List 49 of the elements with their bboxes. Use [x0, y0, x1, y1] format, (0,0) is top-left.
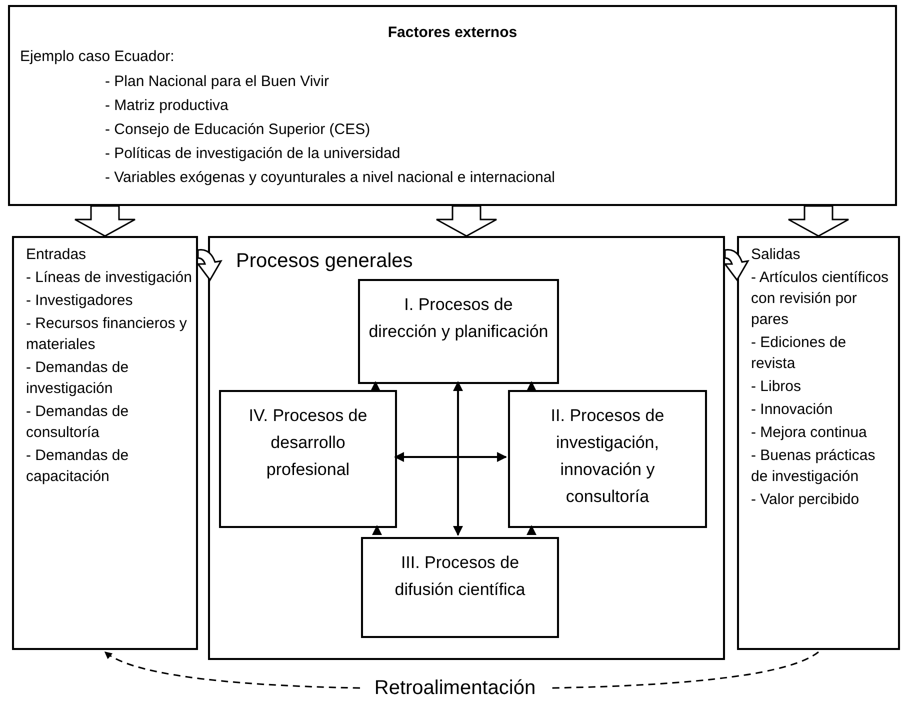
process-label: III. Procesos de difusión científica: [394, 552, 526, 601]
list-item: - Consejo de Educación Superior (CES): [105, 120, 370, 140]
list-item: - Demandas de consultoría: [26, 402, 130, 443]
list-item: - Plan Nacional para el Buen Vivir: [105, 72, 330, 92]
curved-arrow: [526, 525, 536, 535]
curved-block-arrow: [724, 249, 749, 281]
list-box: [737, 236, 900, 650]
double-arrow: [453, 381, 463, 536]
list-item: - Ediciones de revista: [751, 333, 848, 374]
feedback-label: Retroalimentación: [360, 676, 550, 700]
process-label: II. Procesos de investigación, innovación y consultoría: [550, 405, 666, 508]
list-box: [12, 236, 198, 650]
curved-block-arrow: [197, 249, 222, 281]
container-heading: Procesos generales: [236, 249, 413, 274]
process-label: I. Procesos de dirección y planificación: [368, 294, 549, 343]
process-container: [208, 236, 725, 660]
box-heading: Entradas: [26, 245, 88, 265]
list-item: - Políticas de investigación de la universidad: [105, 144, 400, 164]
box-heading: Salidas: [751, 245, 802, 265]
curved-arrow: [370, 381, 380, 391]
block-arrow: [788, 205, 850, 237]
box-title: Factores externos: [386, 23, 518, 43]
list-item: - Libros: [751, 377, 802, 397]
list-item: - Mejora continua: [751, 423, 868, 443]
list-item: - Demandas de capacitación: [26, 446, 130, 487]
process-box: [361, 537, 559, 638]
list-item: - Artículos científicos con revisión por pares: [751, 268, 890, 330]
curved-arrow: [526, 381, 536, 391]
list-item: - Valor percibido: [751, 490, 860, 510]
list-item: - Matriz productiva: [105, 96, 228, 116]
list-item: - Buenas prácticas de investigación: [751, 446, 876, 487]
dashed-line: [550, 651, 819, 689]
subtitle: Ejemplo caso Ecuador:: [20, 47, 174, 67]
list-item: - Investigadores: [26, 291, 134, 311]
list-item: - Demandas de investigación: [26, 358, 130, 399]
process-box: [508, 390, 707, 528]
list-item: - Variables exógenas y coyunturales a nivel nacional e internacional: [105, 168, 555, 188]
process-box: [219, 390, 397, 528]
block-arrow: [74, 205, 136, 237]
block-arrow: [436, 205, 498, 237]
list-item: - Innovación: [751, 400, 834, 420]
list-item: - Recursos financieros y materiales: [26, 314, 188, 355]
process-box: [358, 279, 559, 384]
dashed-arrow: [104, 651, 360, 689]
double-arrow: [394, 452, 507, 462]
list-item: - Líneas de investigación: [26, 268, 192, 288]
curved-arrow: [372, 525, 382, 535]
process-label: IV. Procesos de desarrollo profesional: [248, 405, 368, 481]
external-factors-box: [8, 5, 897, 206]
